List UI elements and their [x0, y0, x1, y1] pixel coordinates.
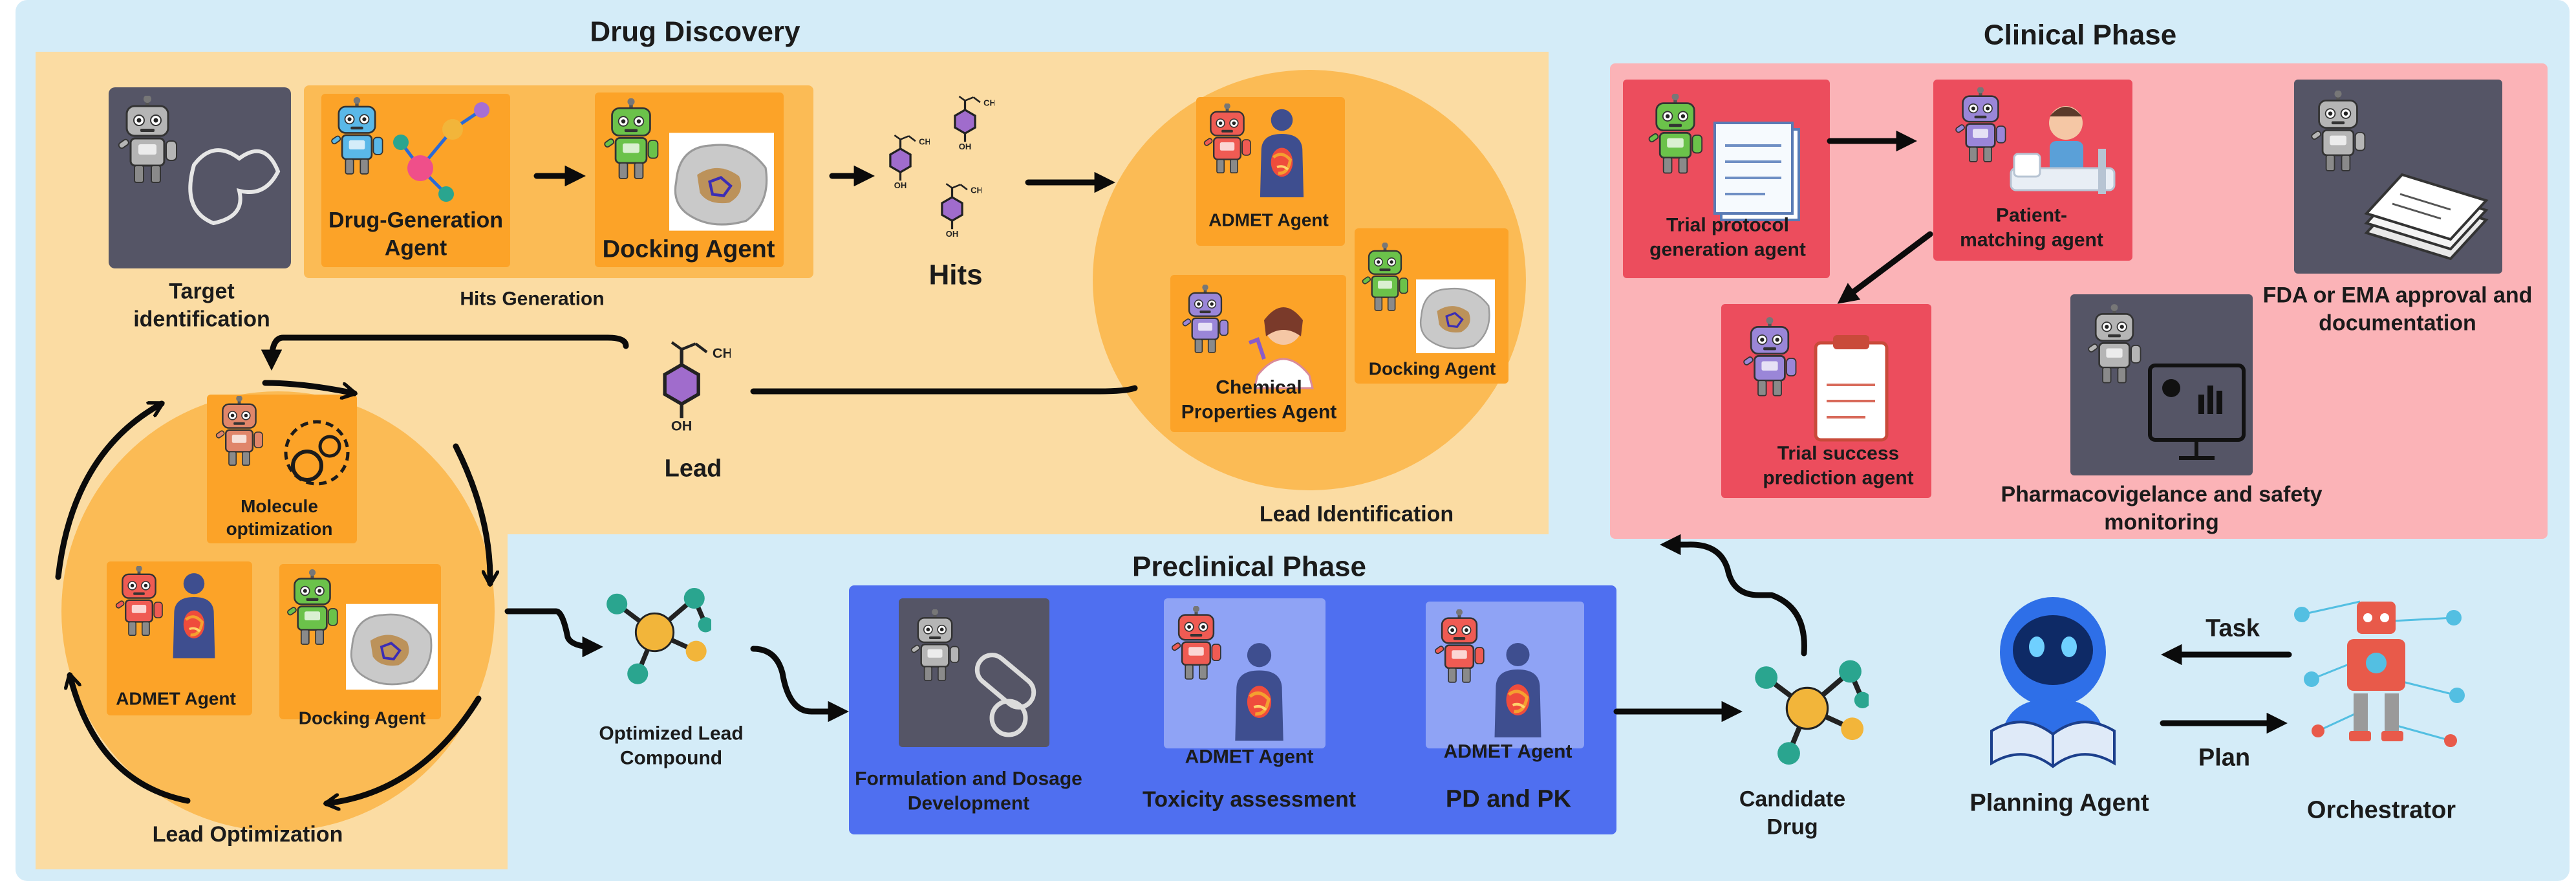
chemical-properties-label: Chemical Properties Agent	[1181, 376, 1337, 423]
documents-stack-icon	[2364, 173, 2489, 261]
lead-optimization-title: Lead Optimization	[152, 821, 343, 847]
admet-agent-label: ADMET Agent	[116, 688, 236, 709]
orchestrator-robot-icon	[2294, 600, 2465, 747]
gear-icon	[284, 420, 350, 486]
toxicity-assessment-label: Toxicity assessment	[1142, 787, 1357, 812]
docking-agent-label: Docking Agent	[298, 708, 426, 728]
docking-protein-icon	[669, 133, 774, 230]
docking-protein-icon	[346, 603, 438, 691]
admet-agent-label: ADMET Agent	[1208, 210, 1329, 230]
discovery-flow-arrows	[261, 165, 1115, 371]
task-label: Task	[2206, 615, 2260, 642]
docking-protein-icon	[1416, 278, 1495, 354]
molecule-network-icon	[393, 102, 489, 202]
pills-icon	[974, 653, 1036, 737]
candidate-drug-label: Candidate Drug	[1739, 787, 1846, 840]
pd-pk-label: PD and PK	[1445, 785, 1572, 813]
orchestration-arrows	[2160, 644, 2292, 734]
fda-approval-label: FDA or EMA approval and documentation	[2262, 283, 2533, 336]
orchestrator-label: Orchestrator	[2306, 796, 2456, 824]
patient-bed-icon	[2010, 106, 2116, 194]
formulation-label: Formulation and Dosage Development	[855, 768, 1082, 814]
trial-protocol-label: Trial protocol generation agent	[1649, 214, 1806, 261]
preclinical-phase-title: Preclinical Phase	[1132, 550, 1366, 583]
drug-generation-label: Drug-Generation Agent	[328, 208, 504, 261]
trial-success-label: Trial success prediction agent	[1763, 442, 1914, 489]
target-identification-label: Target identification	[133, 279, 270, 332]
document-icon	[1713, 122, 1800, 221]
drug-discovery-title: Drug Discovery	[590, 16, 800, 48]
clinical-flow-arrows	[1827, 130, 1933, 304]
planning-agent-label: Planning Agent	[1970, 789, 2149, 817]
plan-label: Plan	[2198, 744, 2251, 772]
docking-agent-label: Docking Agent	[1368, 358, 1496, 379]
preclinical-flow-arrows	[504, 534, 1807, 723]
admet-agent-label: ADMET Agent	[1443, 741, 1572, 763]
scientist-icon	[1248, 307, 1314, 389]
pharmacovigilance-label: Pharmacovigelance and safety monitoring	[2001, 482, 2323, 535]
clipboard-icon	[1814, 335, 1889, 442]
lead-identification-title: Lead Identification	[1259, 501, 1454, 527]
admet-agent-label: ADMET Agent	[1185, 746, 1314, 768]
monitor-chart-icon	[2148, 364, 2246, 460]
optimized-lead-compound-label: Optimized Lead Compound	[599, 723, 744, 769]
planning-agent-icon	[1990, 597, 2116, 768]
patient-matching-label: Patient-matching agent	[1960, 204, 2103, 251]
lead-label: Lead	[664, 455, 722, 483]
molecule-optimization-label: Molecule optimization	[226, 496, 333, 539]
optimization-cycle-arrows	[55, 380, 490, 803]
clinical-phase-title: Clinical Phase	[1983, 19, 2177, 51]
protein-icon	[188, 148, 281, 226]
lead-optimization-circle	[61, 391, 495, 831]
hits-label: Hits	[928, 259, 983, 291]
docking-agent-label: Docking Agent	[602, 235, 775, 263]
hits-generation-label: Hits Generation	[460, 288, 605, 310]
lead-connector-line	[750, 385, 1138, 395]
